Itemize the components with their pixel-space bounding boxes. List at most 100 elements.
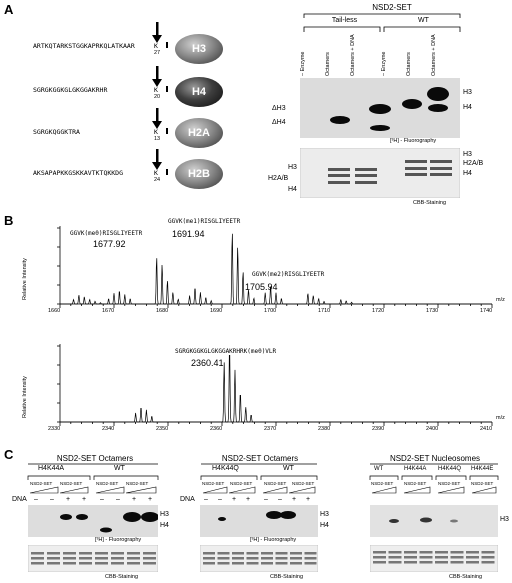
lane-label: Octamers + DNA [350,34,356,76]
cbb-band [217,552,230,555]
peptide-h2a-sequence: SGRGKQGGKTRA [33,128,80,136]
cbb-a-right-h3: H3 [463,151,472,158]
cbb-band [261,557,273,560]
cbb-band [143,562,156,565]
x-tick: 2360 [210,426,223,432]
cbb-band [481,556,495,559]
gel-a-lane-labels: – Enzyme Octamers Octamers + DNA – Enzym… [300,34,465,76]
peptide-h3-sequence: ARTKQTARKSTGGKAPRKQLATKAAR [33,42,135,50]
cbb-band [466,561,479,564]
gel-a-fluorography [300,78,460,138]
blot-1-sub-1: NSD2-SET [30,481,53,486]
x-tick: 1720 [372,308,385,314]
blot-1-fluoro-caption: [³H] - Fluorography [95,537,142,543]
x-tick: 2330 [48,426,61,432]
x-tick: 1710 [318,308,331,314]
cbb-band [466,551,479,554]
blot-3-brackets [369,463,499,494]
peak-me0-mz: 1677.92 [93,239,126,249]
cbb-band [47,552,60,555]
cbb-band [304,552,317,555]
fluoro-a-caption: [³H] - Fluorography [390,138,437,144]
blot-3-fluorography [370,505,498,537]
x-tick: 2350 [156,426,169,432]
cbb-band [31,552,44,555]
blot-2-cbb-caption: CBB-Staining [270,574,304,580]
cbb-band [246,557,259,560]
spectrum-1-ylabel: Relative Intensity [22,258,28,300]
cbb-band [275,557,288,560]
peak-me1-label: GGVK(me1)RISGLIYEETR [168,218,241,225]
cbb-band [127,552,140,555]
blot-2-sub-1: NSD2-SET [202,481,225,486]
lane-label: Octamers [325,52,331,76]
cbb-a-caption: CBB-Staining [413,200,447,206]
blot-2-sub-2: NSD2-SET [230,481,253,486]
spectrum-2-ylabel: Relative Intensity [22,376,28,418]
cbb-band [419,551,433,554]
cbb-band [246,562,259,565]
cbb-band [63,562,76,565]
cbb-band [63,552,76,555]
blot-1-sub-4: NSD2-SET [126,481,149,486]
dna-sign: – [278,496,282,503]
cbb-band [373,551,386,554]
cbb-a-right-h2ab: H2A/B [463,160,484,167]
h2a-lysine: K [154,128,158,136]
blot-2-fluorography [200,505,318,537]
blot-3-sub-4: NSD2-SET [471,481,494,486]
blot-2-h3: H3 [320,511,329,518]
spectrum-1 [57,226,493,308]
cbb-a-left-h3: H3 [288,164,297,171]
cbb-band [388,556,402,559]
blot-2-sub-3: NSD2-SET [264,481,287,486]
dna-sign: – [34,496,38,503]
h4-lysine-number: 20 [154,94,161,100]
peak-2360-label: SGRGKGGKGLGKGGAKRHRK(me0)VLR [175,348,277,355]
cbb-band [450,551,464,554]
cbb-band [290,562,302,565]
cbb-band [203,557,215,560]
peak-me1-mz: 1691.94 [172,229,205,239]
cbb-band [290,552,302,555]
cbb-band [304,557,317,560]
fluoro-a-dh3: ΔH3 [272,105,286,112]
cbb-band [435,556,448,559]
cbb-band [261,562,273,565]
cbb-band [261,552,273,555]
dna-sign: – [218,496,222,503]
x-tick: 2390 [372,426,385,432]
gel-a-brackets [303,13,461,32]
peptide-h2b-sequence: AKSAPAPKKGSKKAVTKTQKKDG [33,169,124,177]
cbb-band [143,557,156,560]
lane-label: Octamers + DNA [431,34,437,76]
peak-me2-label: GGVK(me2)RISGLIYEETR [252,271,325,278]
x-tick: 1730 [426,308,439,314]
cbb-band [404,561,417,564]
spectrum-2-xlabel: m/z [496,415,505,421]
panel-a-letter: A [4,2,14,17]
blot-2-group-2: WT [283,465,294,472]
cbb-band [47,557,60,560]
dna-sign: – [264,496,268,503]
lane-label: – Enzyme [381,51,387,76]
blot-3-group-2: H4K44A [404,466,427,472]
cbb-band [481,561,495,564]
cbb-band [111,557,124,560]
cbb-band [79,552,92,555]
cbb-band [419,556,433,559]
cbb-band [47,562,60,565]
h2b-lysine-number: 24 [154,177,161,183]
blot-1-dna-label: DNA [12,496,27,503]
blot-1-sub-3: NSD2-SET [96,481,119,486]
dna-sign: – [116,496,120,503]
cbb-band [143,552,156,555]
dna-sign: + [82,496,87,503]
blot-2-fluoro-caption: [³H] - Fluorography [250,537,297,543]
cbb-band [111,552,124,555]
cbb-band [304,562,317,565]
h4-lysine: K [154,86,158,94]
x-tick: 1660 [48,308,61,314]
cbb-band [79,562,92,565]
cbb-band [435,561,448,564]
